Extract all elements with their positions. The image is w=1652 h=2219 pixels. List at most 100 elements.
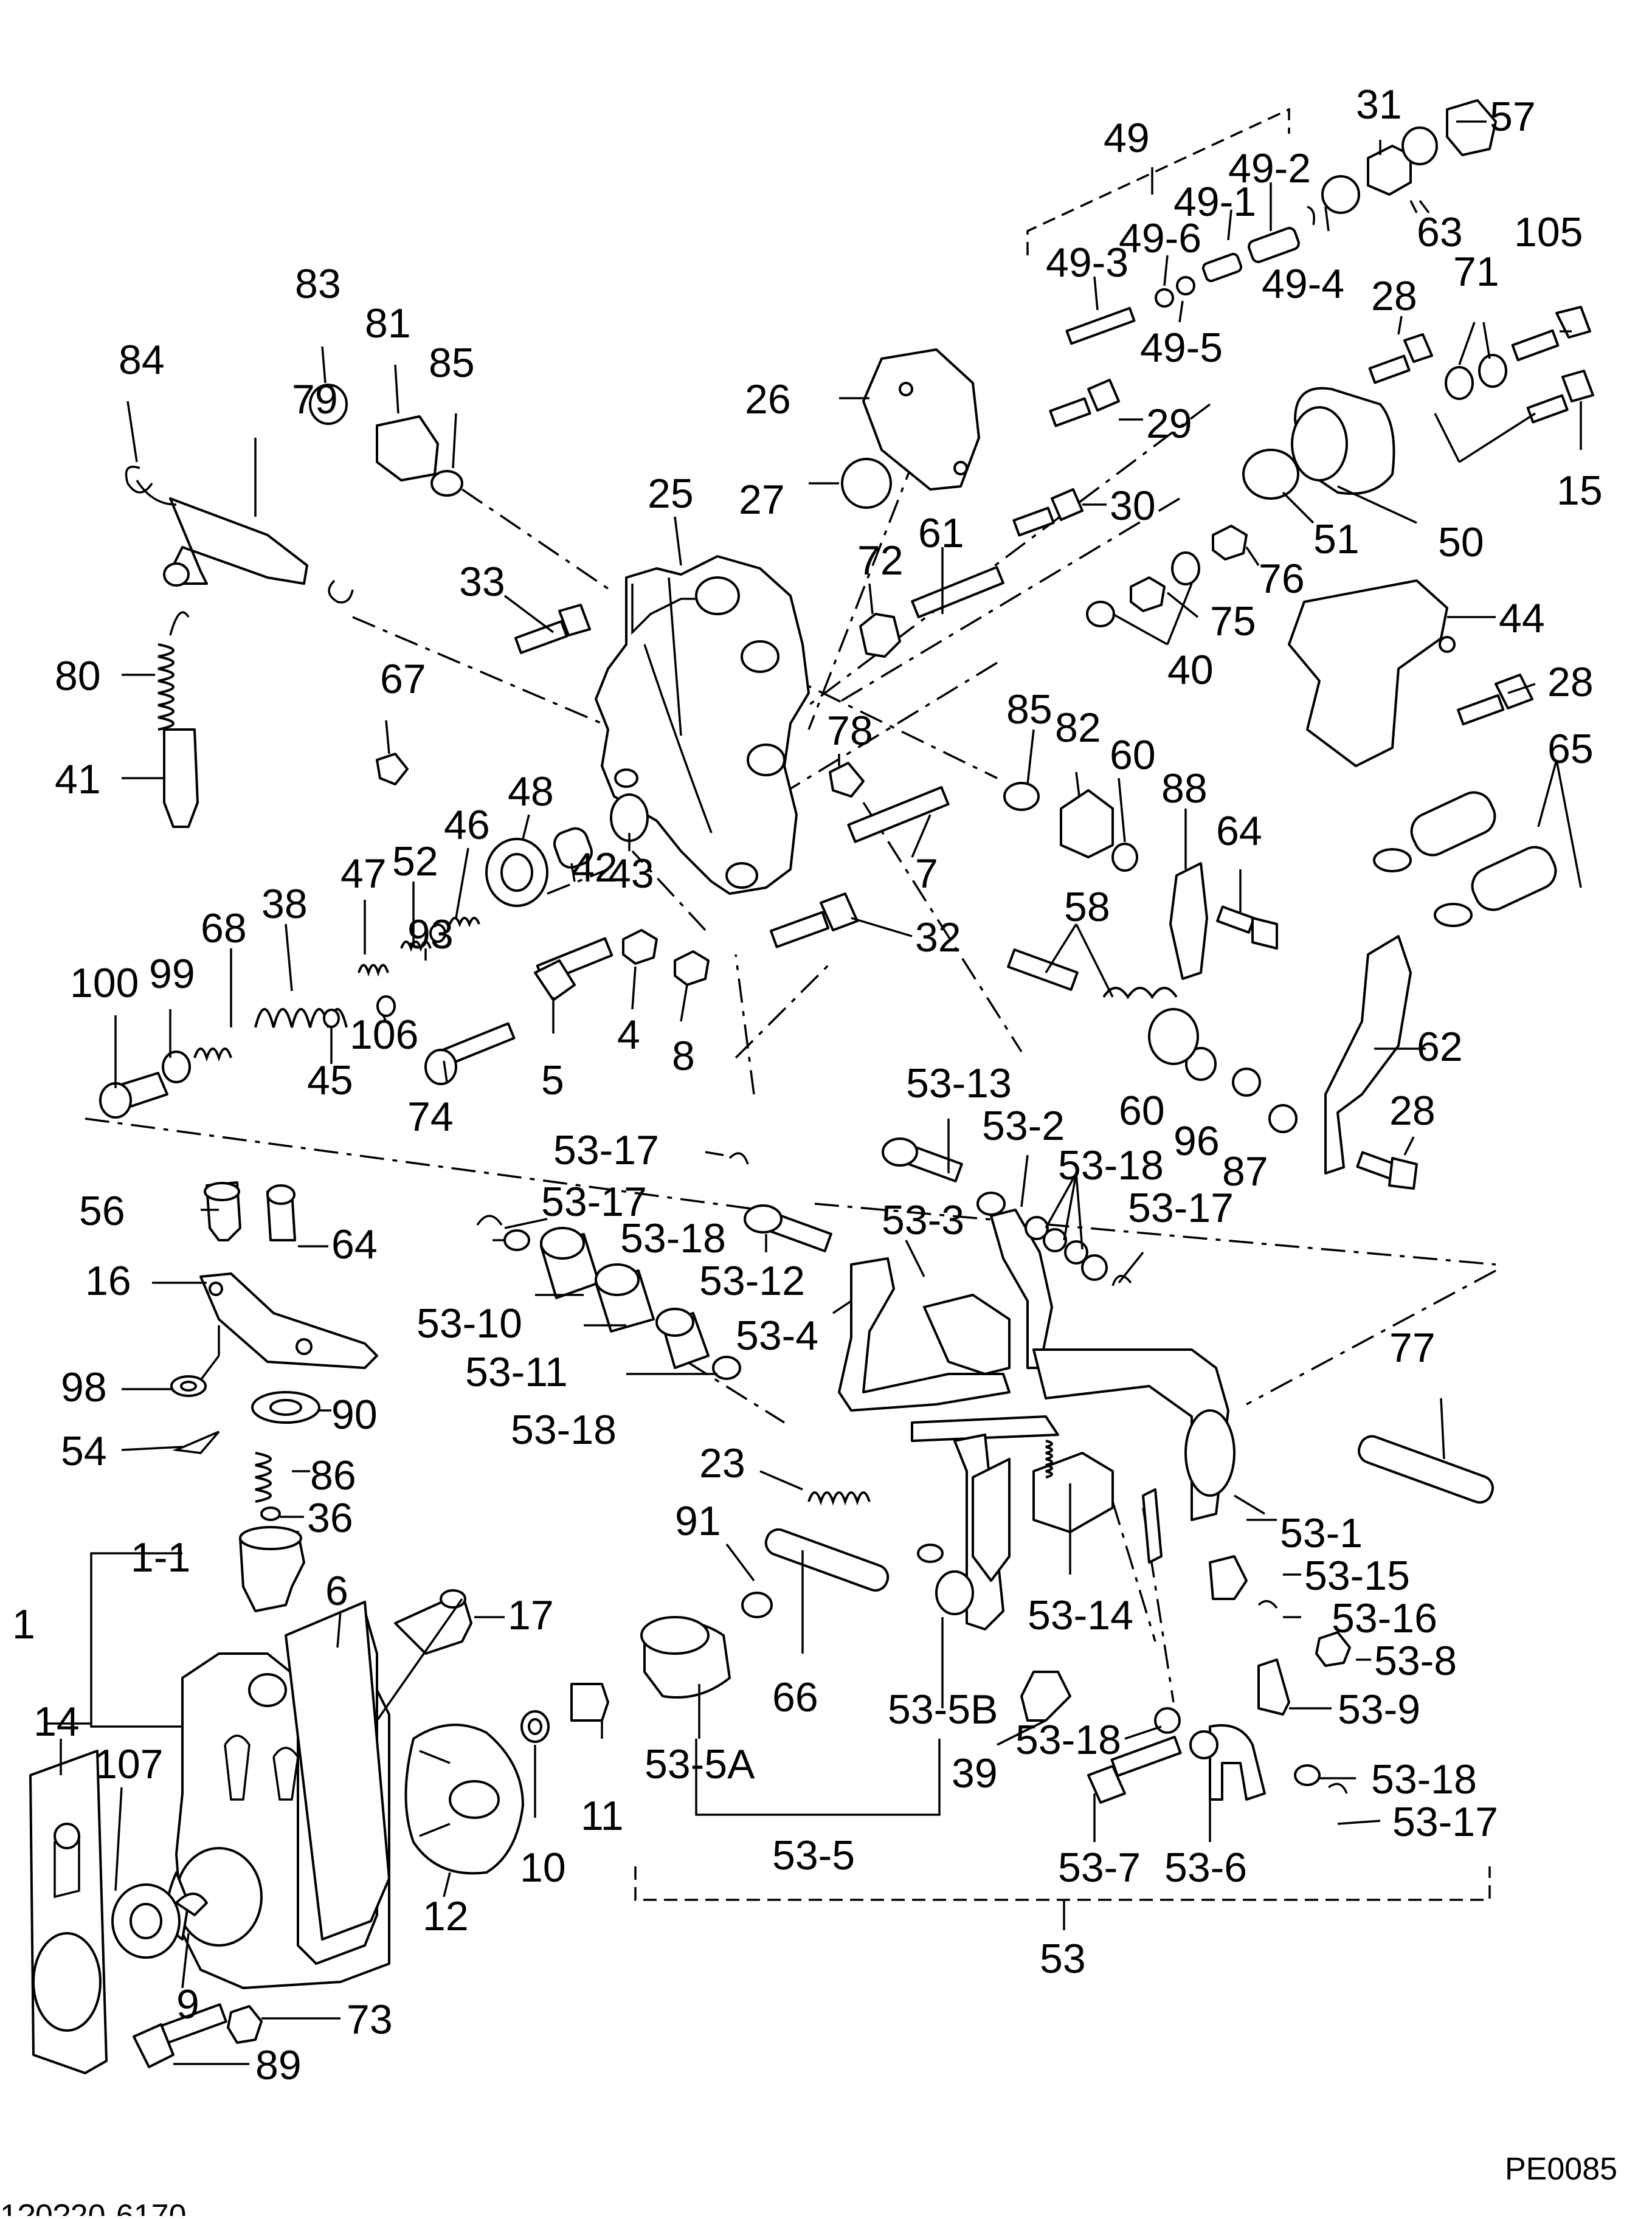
footer-partial-number: 1?0?20-6170 (0, 2198, 187, 2216)
label-53-18-right: 53-18 (1371, 1756, 1477, 1803)
label-52: 52 (392, 838, 438, 885)
label-53: 53 (1040, 1936, 1086, 1982)
label-74: 74 (407, 1094, 454, 1140)
label-11: 11 (581, 1793, 624, 1839)
label-61: 61 (918, 510, 964, 556)
label-93: 93 (407, 911, 454, 958)
label-64-right: 64 (1216, 808, 1262, 854)
governor-lever-assembly (838, 1209, 1236, 1631)
label-53-10: 53-10 (416, 1300, 522, 1347)
label-49-6: 49-6 (1119, 215, 1201, 261)
label-47: 47 (340, 851, 387, 897)
label-53-14: 53-14 (1028, 1592, 1133, 1638)
label-23: 23 (699, 1440, 745, 1486)
label-100: 100 (70, 960, 139, 1006)
label-53-3: 53-3 (882, 1197, 964, 1243)
label-49-3: 49-3 (1046, 240, 1128, 286)
label-53-18-left: 53-18 (620, 1215, 726, 1261)
label-28-lower: 28 (1389, 1088, 1436, 1134)
label-17: 17 (508, 1592, 554, 1638)
label-60-upper: 60 (1110, 732, 1156, 778)
label-5: 5 (541, 1057, 564, 1103)
label-53-5A: 53-5A (645, 1741, 755, 1787)
label-53-17-top: 53-17 (553, 1127, 659, 1173)
label-75: 75 (1210, 598, 1256, 644)
label-51: 51 (1313, 516, 1360, 562)
label-106: 106 (350, 1012, 418, 1058)
leader-lines (60, 120, 1582, 2065)
label-76: 76 (1259, 556, 1305, 602)
label-85-left: 85 (429, 340, 475, 386)
label-42: 42 (572, 844, 618, 891)
label-72: 72 (857, 537, 904, 584)
label-90: 90 (331, 1392, 378, 1438)
label-4: 4 (617, 1012, 640, 1058)
label-53-4: 53-4 (736, 1313, 818, 1359)
label-9: 9 (176, 1981, 199, 2027)
label-57: 57 (1490, 94, 1536, 140)
label-83: 83 (295, 261, 341, 307)
label-27: 27 (739, 477, 785, 523)
label-46: 46 (444, 802, 490, 848)
label-63: 63 (1417, 209, 1463, 255)
label-25: 25 (648, 471, 694, 517)
label-15: 15 (1557, 468, 1603, 514)
label-53-17-right: 53-17 (1128, 1185, 1234, 1231)
label-53-17-bottom: 53-17 (1392, 1799, 1498, 1845)
label-71: 71 (1453, 249, 1499, 295)
label-29: 29 (1146, 401, 1192, 447)
drawing-code: PE0085 (1505, 2152, 1617, 2187)
parts-artwork (29, 99, 1594, 2074)
label-87: 87 (1222, 1148, 1268, 1195)
label-86: 86 (310, 1452, 356, 1499)
label-6: 6 (325, 1568, 348, 1614)
label-77: 77 (1389, 1325, 1436, 1371)
label-10: 10 (520, 1845, 566, 1891)
label-84: 84 (119, 337, 165, 383)
label-28-mid: 28 (1547, 659, 1594, 705)
label-36: 36 (307, 1495, 353, 1541)
label-53-5B: 53-5B (888, 1686, 998, 1733)
label-81: 81 (365, 300, 411, 347)
label-12: 12 (423, 1893, 469, 1939)
label-105: 105 (1514, 209, 1583, 255)
label-53-2: 53-2 (982, 1103, 1065, 1149)
label-1-1: 1-1 (131, 1534, 190, 1581)
lever-shaft (169, 497, 308, 585)
label-53-12: 53-12 (699, 1258, 805, 1304)
label-28-top: 28 (1371, 273, 1417, 319)
label-48: 48 (508, 768, 554, 815)
o-ring (841, 458, 892, 509)
label-40: 40 (1167, 647, 1214, 693)
label-43: 43 (608, 851, 654, 897)
label-96: 96 (1173, 1118, 1220, 1164)
label-68: 68 (201, 905, 247, 951)
label-56: 56 (79, 1188, 125, 1234)
label-49-1: 49-1 (1173, 179, 1256, 225)
label-53-1: 53-1 (1280, 1510, 1363, 1556)
label-99: 99 (149, 951, 195, 997)
callout-labels: 57 31 63 49 49-2 49-1 49-6 49-3 49-4 49-… (0, 81, 1617, 2219)
label-53-7: 53-7 (1058, 1845, 1141, 1891)
label-8: 8 (672, 1033, 695, 1079)
bracket (1288, 579, 1448, 767)
label-49-4: 49-4 (1262, 261, 1344, 307)
flyweight-assembly (404, 1724, 524, 1875)
label-30: 30 (1110, 483, 1156, 529)
label-16: 16 (85, 1258, 131, 1304)
label-89: 89 (255, 2042, 302, 2088)
label-53-9: 53-9 (1338, 1686, 1420, 1733)
label-49-5: 49-5 (1140, 325, 1223, 371)
label-58: 58 (1064, 884, 1110, 930)
governor-housing (595, 555, 810, 895)
label-60-lower: 60 (1119, 1088, 1165, 1134)
label-79: 79 (292, 376, 338, 423)
label-53-15: 53-15 (1304, 1553, 1410, 1599)
label-53-18-mid: 53-18 (511, 1407, 617, 1453)
label-53-8: 53-8 (1374, 1638, 1457, 1684)
cover-plate (862, 348, 980, 491)
label-53-17-left: 53-17 (541, 1179, 647, 1225)
label-50: 50 (1438, 519, 1484, 565)
label-45: 45 (307, 1057, 353, 1103)
